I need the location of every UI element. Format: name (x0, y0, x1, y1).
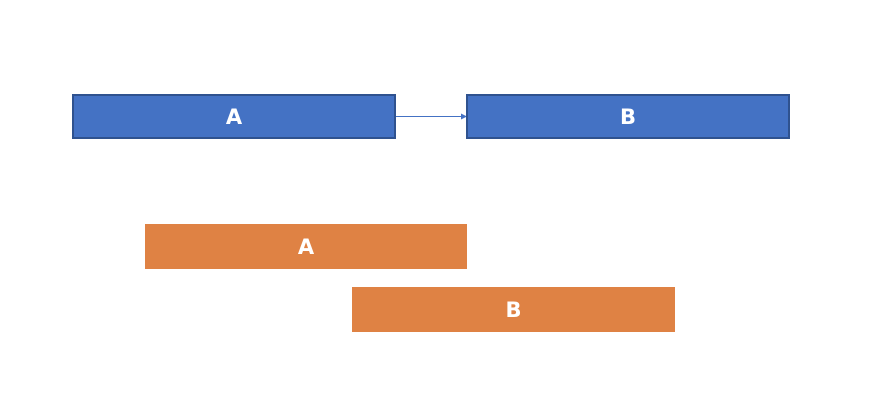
box-a-bottom-label: A (297, 234, 315, 259)
box-a-top-label: A (225, 104, 243, 129)
box-a-top: A (72, 94, 396, 139)
box-b-bottom-label: B (505, 297, 522, 322)
box-b-top-label: B (619, 104, 636, 129)
box-a-bottom: A (145, 224, 467, 269)
box-b-top: B (466, 94, 790, 139)
box-b-bottom: B (352, 287, 675, 332)
